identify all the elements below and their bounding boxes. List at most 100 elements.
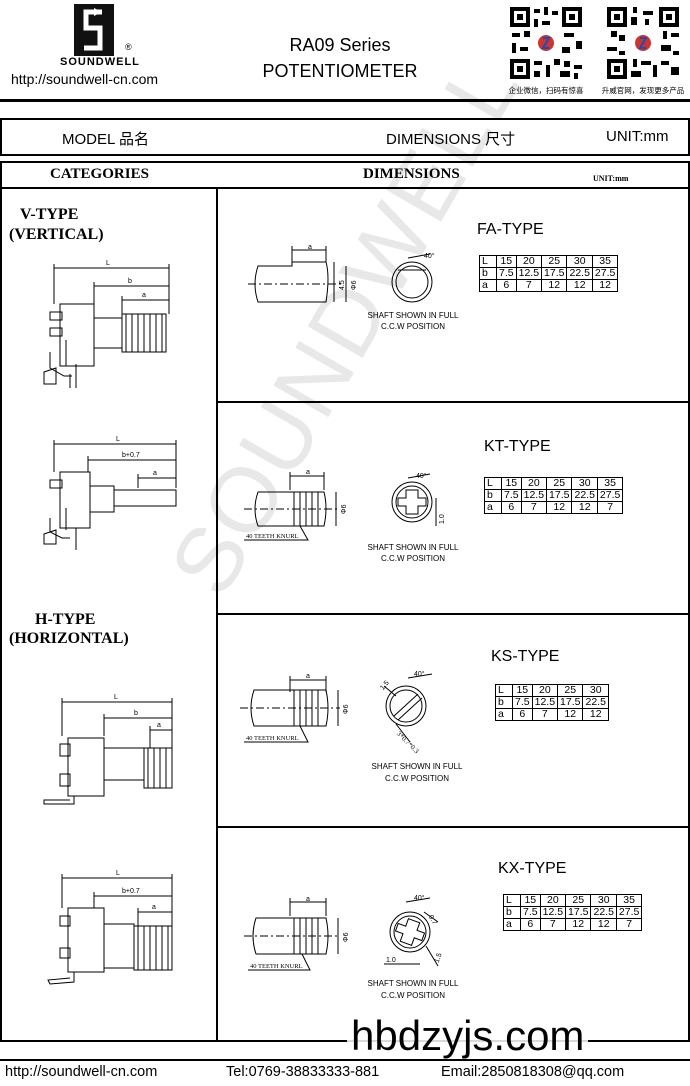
table-cell: 22.5	[566, 267, 593, 280]
table-row: L 15 20 25 30	[495, 684, 609, 697]
table-row: b 7.5 12.5 17.5 22.5 27.5	[503, 906, 643, 919]
table-cell: 7.5	[501, 489, 522, 502]
table-row: b 7.5 12.5 17.5 22.5 27.5	[484, 489, 624, 502]
kx-dim-07: 0.7	[427, 914, 438, 926]
table-cell: 22.5	[582, 696, 609, 709]
header-divider	[0, 99, 690, 102]
table-cell: L	[479, 255, 497, 268]
kx-angle: 40°	[414, 894, 425, 902]
ks-dimension-table: L 15 20 25 30 b 7.5 12.5 17.5 22.5 a 6 7…	[495, 684, 609, 721]
fa-dim-a: a	[308, 244, 312, 251]
table-cell: 17.5	[565, 906, 592, 919]
table-cell: 12	[591, 279, 619, 292]
table-cell: 17.5	[557, 696, 584, 709]
fa-caption-1: SHAFT SHOWN IN FULL	[367, 311, 459, 320]
table-row: a 6 7 12 12 7	[484, 501, 624, 514]
dimensions-header: DIMENSIONS	[363, 166, 460, 182]
table-cell: 27.5	[591, 267, 619, 280]
qr-caption-website: 升威官网，发现更多产品	[601, 86, 685, 95]
table-cell: 20	[515, 255, 543, 268]
h-kx-dim-L: L	[116, 870, 120, 877]
v-type-title: V-TYPE	[20, 206, 79, 223]
fa-type-name: FA-TYPE	[477, 221, 544, 238]
table-cell: 6	[512, 708, 533, 721]
table-cell: 20	[520, 477, 548, 490]
table-cell: 12.5	[531, 696, 559, 709]
table-row: L 15 20 25 30 35	[484, 477, 624, 490]
ks-knurl-label: 40 TEETH KNURL	[246, 735, 299, 742]
v-type-subtitle: (VERTICAL)	[9, 226, 104, 243]
table-cell: 12.5	[515, 267, 543, 280]
dimensions-label: DIMENSIONS 尺寸	[386, 131, 516, 148]
table-cell: 7	[531, 708, 559, 721]
fa-shaft-end-drawing: 40°	[391, 252, 435, 303]
table-cell: 25	[565, 894, 592, 907]
h-kx-dim-a: a	[152, 904, 156, 911]
footer-email[interactable]: Email:2850818308@qq.com	[441, 1064, 625, 1080]
table-row: b 7.5 12.5 17.5 22.5	[495, 696, 609, 709]
table-cell: 12	[557, 708, 584, 721]
kt-dim-a: a	[306, 469, 310, 476]
product-title: POTENTIOMETER	[262, 61, 418, 81]
kt-dimension-table: L 15 20 25 30 35 b 7.5 12.5 17.5 22.5 27…	[484, 477, 624, 514]
kt-dim-phi6: Φ6	[341, 504, 348, 514]
fa-dimension-table: L 15 20 25 30 35 b 7.5 12.5 17.5 22.5 27…	[479, 255, 619, 292]
brand-registered-mark: ®	[125, 42, 132, 52]
kt-dim-10: 1.0	[439, 514, 446, 524]
ks-dim-a: a	[306, 673, 310, 680]
table-cell: 12	[546, 501, 573, 514]
model-label: MODEL 品名	[62, 131, 149, 148]
v-fa-dim-b: b	[128, 278, 132, 285]
qr-caption-wechat: 企业微信，扫码有惊喜	[508, 86, 584, 95]
table-cell: 30	[571, 477, 598, 490]
h-type-title: H-TYPE	[35, 611, 96, 628]
v-type-kt-drawing: L b+0.7 a	[43, 436, 177, 550]
table-cell: 6	[496, 279, 517, 292]
table-cell: L	[484, 477, 502, 490]
unit-header: UNIT:mm	[593, 174, 629, 183]
table-cell: 12.5	[539, 906, 567, 919]
table-row: a 6 7 12 12	[495, 708, 609, 721]
h-ks-dim-b: b	[134, 710, 138, 717]
fa-caption-2: C.C.W POSITION	[381, 322, 445, 331]
table-cell: 35	[591, 255, 619, 268]
table-cell: 30	[582, 684, 609, 697]
table-cell: 30	[590, 894, 617, 907]
spec-table	[0, 161, 690, 1042]
footer-web[interactable]: http://soundwell-cn.com	[5, 1064, 158, 1080]
table-cell: 15	[496, 255, 517, 268]
table-cell: 7	[515, 279, 543, 292]
categories-header: CATEGORIES	[50, 166, 149, 182]
kt-angle: 40°	[416, 472, 427, 480]
v-kt-dim-L: L	[116, 436, 120, 443]
kt-caption-1: SHAFT SHOWN IN FULL	[367, 543, 459, 552]
website-link[interactable]: http://soundwell-cn.com	[11, 71, 159, 87]
kx-dim-a: a	[306, 896, 310, 903]
qr-code-website-icon	[605, 5, 681, 81]
row-divider-1	[216, 401, 690, 403]
table-row: L 15 20 25 30 35	[479, 255, 619, 268]
v-fa-dim-L: L	[106, 260, 110, 267]
table-cell: 12	[541, 279, 568, 292]
table-cell: 27.5	[596, 489, 624, 502]
h-type-ks-drawing: L b a	[43, 694, 173, 805]
ks-shaft-end-drawing: 40° 1.5 3*0.7*0.3	[379, 670, 433, 756]
ks-caption-2: C.C.W POSITION	[385, 774, 449, 783]
table-cell: 35	[596, 477, 624, 490]
table-cell: a	[484, 501, 502, 514]
ks-caption-1: SHAFT SHOWN IN FULL	[371, 762, 463, 771]
h-type-subtitle: (HORIZONTAL)	[9, 630, 129, 647]
table-cell: a	[479, 279, 497, 292]
kx-dim-15: 1.5	[434, 952, 444, 964]
kx-dimension-table: L 15 20 25 30 35 b 7.5 12.5 17.5 22.5 27…	[503, 894, 643, 931]
ks-dim-phi6: Φ6	[343, 704, 350, 714]
table-cell: b	[484, 489, 502, 502]
kx-caption-2: C.C.W POSITION	[381, 991, 445, 1000]
fa-dim-45: 4.5	[339, 280, 346, 290]
table-cell: 15	[501, 477, 522, 490]
kx-dim-10: 1.0	[386, 957, 396, 964]
kt-knurl-label: 40 TEETH KNURL	[246, 533, 299, 540]
kt-shaft-end-drawing: 40° 1.0	[391, 472, 446, 526]
table-cell: L	[503, 894, 521, 907]
series-title: RA09 Series	[289, 35, 391, 55]
